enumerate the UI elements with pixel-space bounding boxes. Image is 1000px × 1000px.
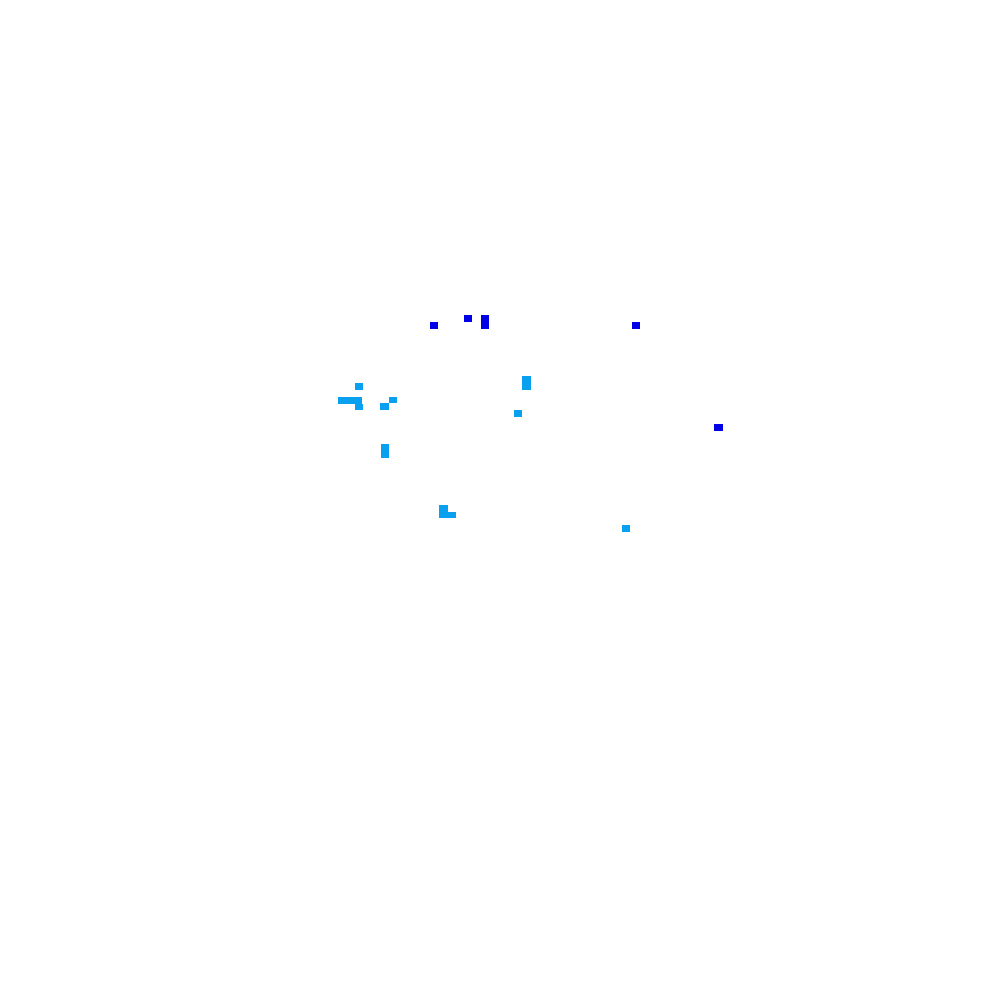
light-blue-cell [514,410,522,417]
dark-blue-cell [714,424,723,431]
light-blue-cell [439,505,448,518]
light-blue-cell [622,525,630,532]
light-blue-cell [389,397,397,403]
dark-blue-cell [430,322,438,329]
light-blue-cell [381,444,389,458]
dark-blue-cell [481,315,489,329]
light-blue-cell [522,376,531,390]
light-blue-cell [448,512,456,518]
dark-blue-cell [632,322,640,329]
light-blue-cell [355,383,363,390]
dark-blue-cell [464,315,472,322]
light-blue-cell [380,403,389,410]
light-blue-cell [355,404,363,410]
light-blue-cell [338,397,362,404]
